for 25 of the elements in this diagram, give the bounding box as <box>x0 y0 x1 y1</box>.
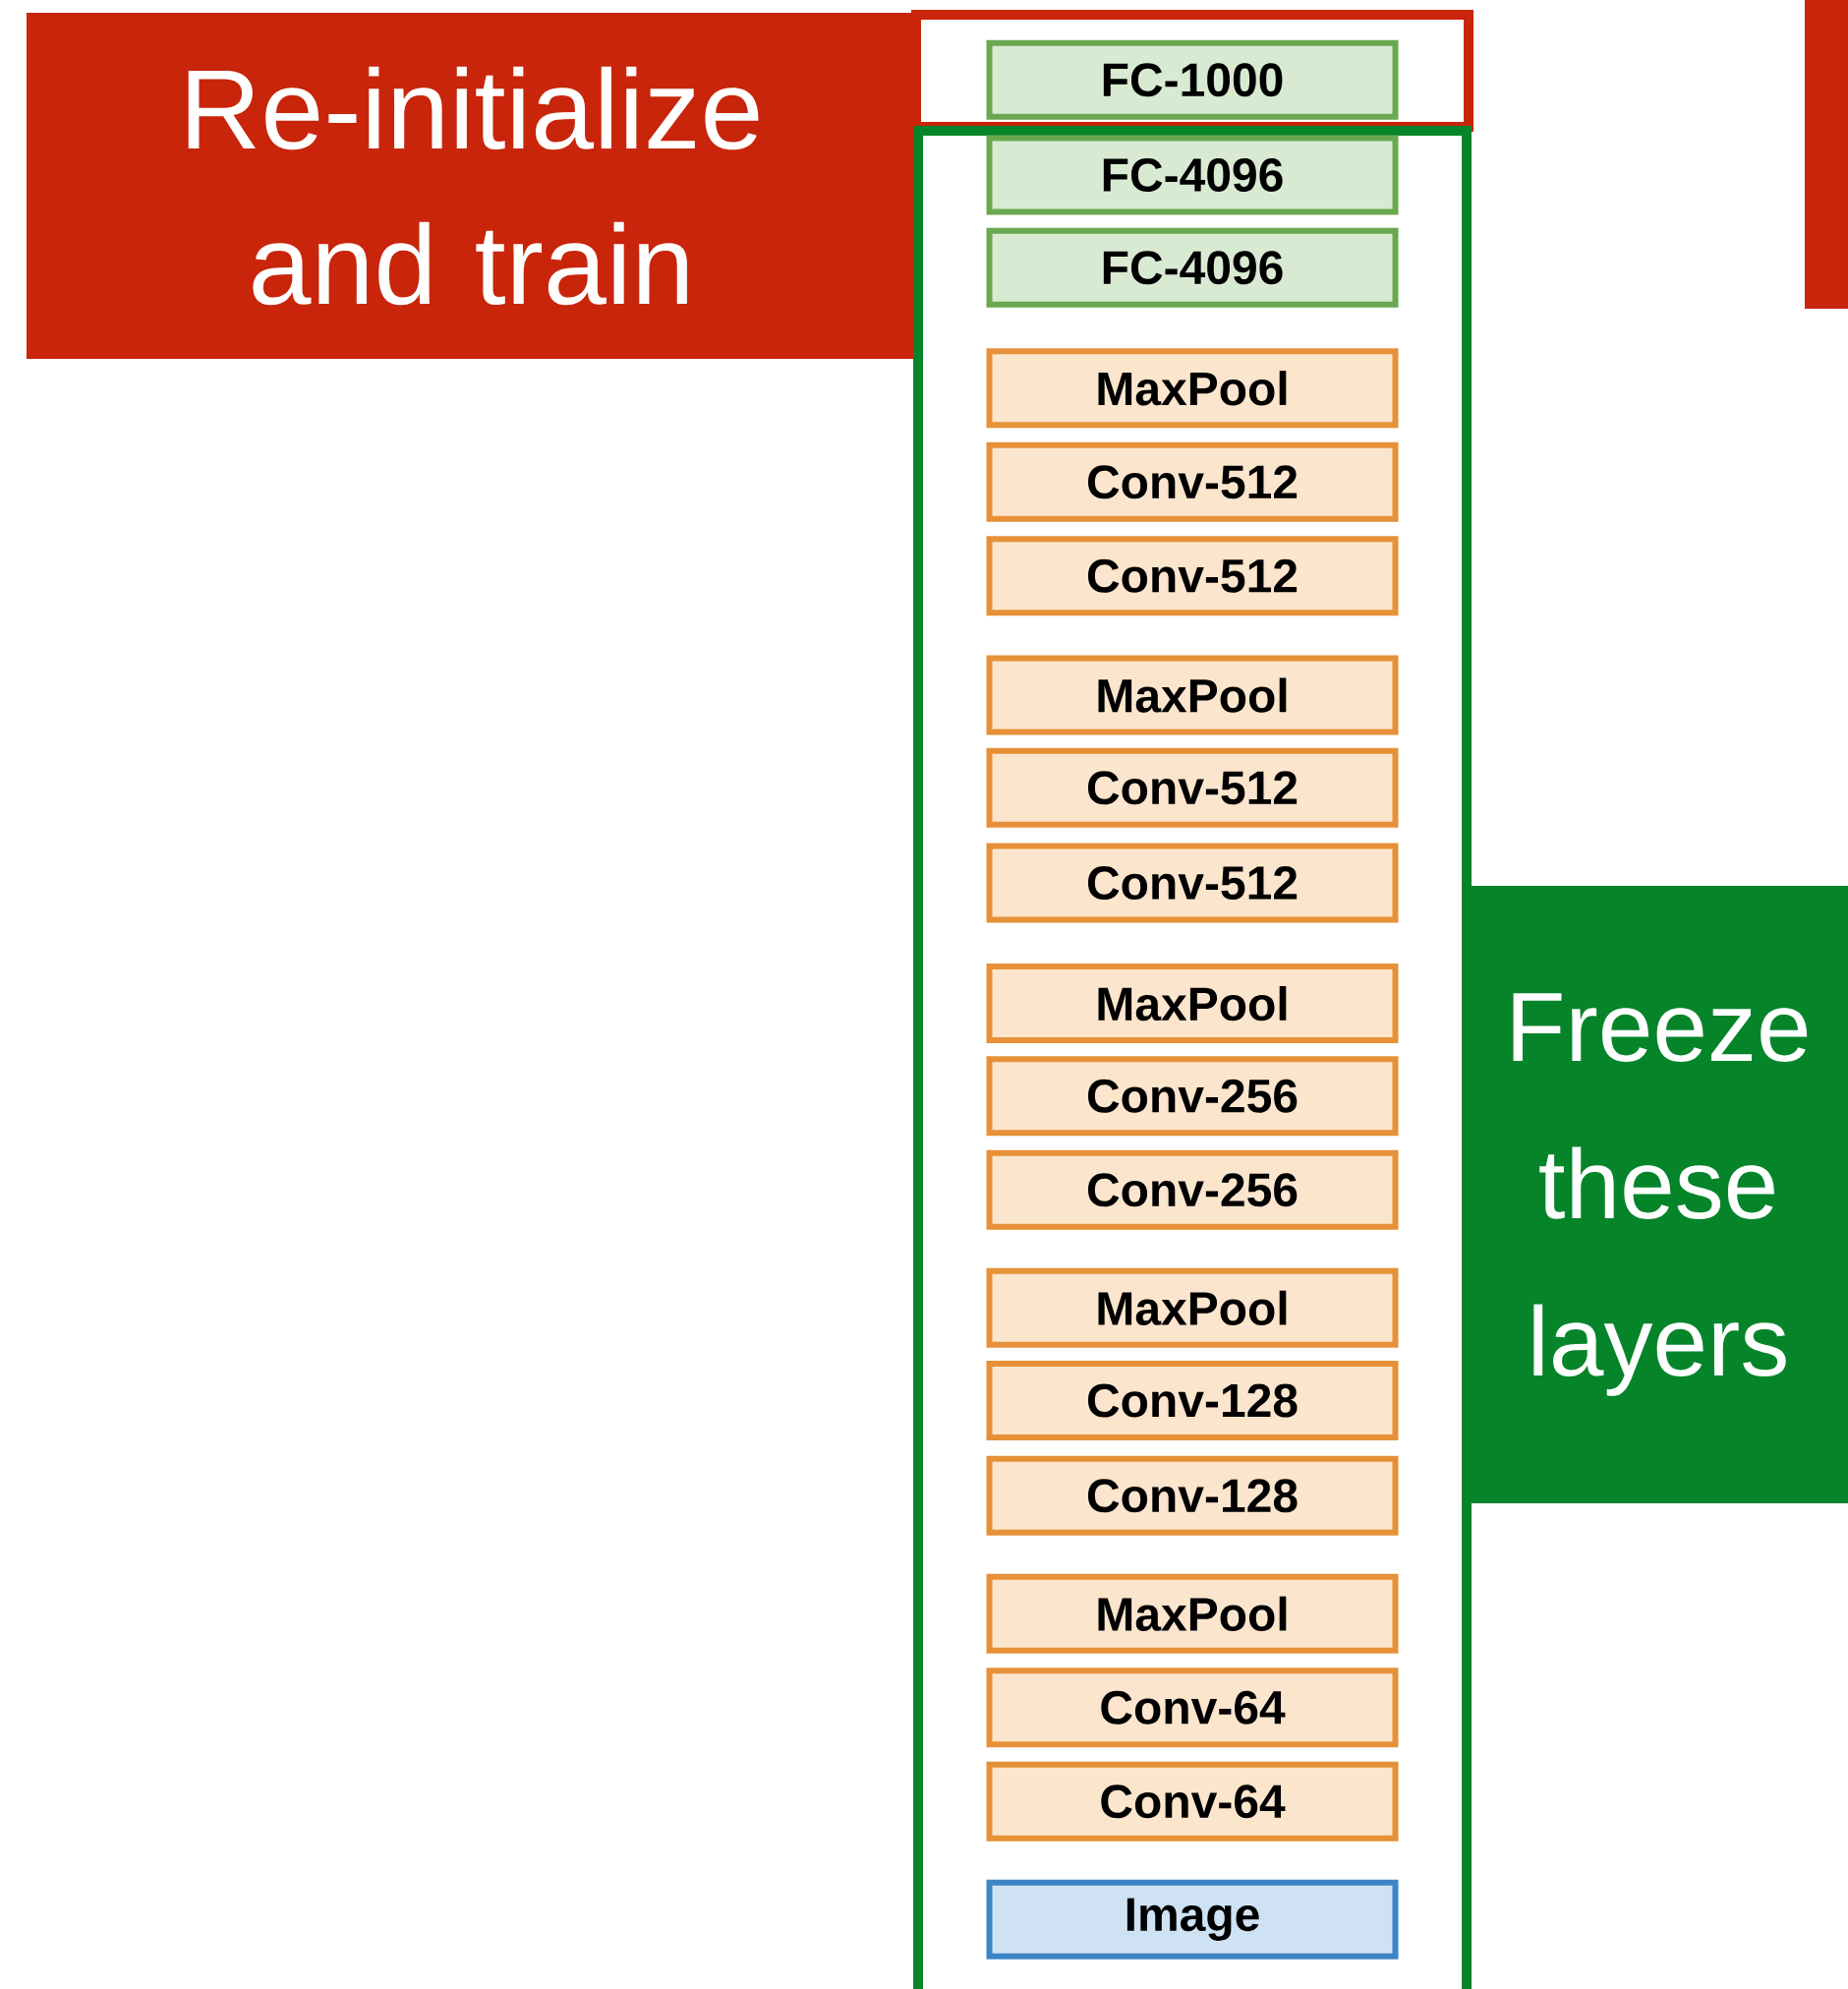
layer-box: Conv-256 <box>986 1149 1399 1230</box>
layer-box: FC-4096 <box>986 227 1399 308</box>
banner: Re-initialize and train <box>27 12 916 359</box>
layer-box: MaxPool <box>986 964 1399 1044</box>
layer-box: Conv-512 <box>986 747 1399 828</box>
side-bar <box>1805 0 1848 309</box>
input-box: Image <box>986 1879 1399 1960</box>
group-frame <box>913 125 1472 1989</box>
layer-box: FC-1000 <box>986 39 1399 120</box>
layer-box: Conv-512 <box>986 536 1399 616</box>
layer-box: Conv-512 <box>986 441 1399 522</box>
node-label: Freeze these layers <box>1513 993 1808 1396</box>
layer-box: Conv-512 <box>986 843 1399 923</box>
layer-box: MaxPool <box>986 348 1399 429</box>
banner: Freeze these layers <box>1469 886 1848 1503</box>
layer-box: Conv-64 <box>986 1667 1399 1748</box>
layer-box: MaxPool <box>986 1267 1399 1348</box>
layer-box: Conv-128 <box>986 1455 1399 1536</box>
layer-box: FC-4096 <box>986 135 1399 215</box>
layer-box: Conv-256 <box>986 1056 1399 1137</box>
layer-box: MaxPool <box>986 1573 1399 1654</box>
layer-box: Conv-128 <box>986 1361 1399 1440</box>
layer-box: MaxPool <box>986 655 1399 735</box>
group-frame <box>911 10 1473 132</box>
layer-box: Conv-64 <box>986 1761 1399 1842</box>
